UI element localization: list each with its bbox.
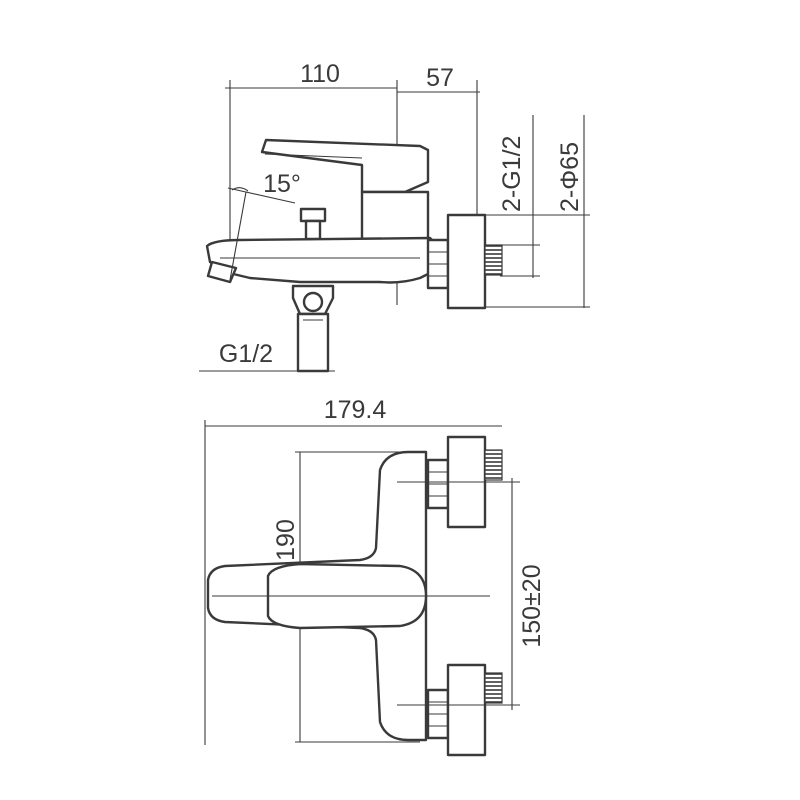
angle-indicator: 15° [227,170,301,281]
dimension-label-179-4: 179.4 [324,396,387,424]
dimension-label-190: 190 [272,519,300,561]
dimension-2-phi65: 2-Φ65 [484,115,590,308]
diverter-knob [299,207,327,241]
spout-body [205,236,442,284]
side-view: 110 57 15° [199,60,590,373]
dimension-label-2-g1-2: 2-G1/2 [498,136,526,212]
cartridge-body [360,190,430,244]
top-view: 179.4 190 [204,396,546,757]
aerator [206,260,238,284]
dimension-110: 110 [225,60,397,270]
lever-handle [260,138,430,194]
dimension-179-4: 179.4 [204,396,502,745]
bottom-outlet: G1/2 [199,284,335,373]
side-inlet-connector [426,213,503,310]
dimension-label-110: 110 [300,60,340,88]
angle-label: 15° [263,170,301,198]
dimension-label-g1-2: G1/2 [219,340,273,368]
dimension-label-150-20: 150±20 [518,564,546,647]
dimension-150-20: 150±20 [397,478,546,710]
dimension-label-57: 57 [426,64,454,92]
top-inlet-lower [426,663,503,757]
dimension-2-g1-2: 2-G1/2 [498,115,540,278]
dimension-label-2-phi65: 2-Φ65 [556,142,584,212]
